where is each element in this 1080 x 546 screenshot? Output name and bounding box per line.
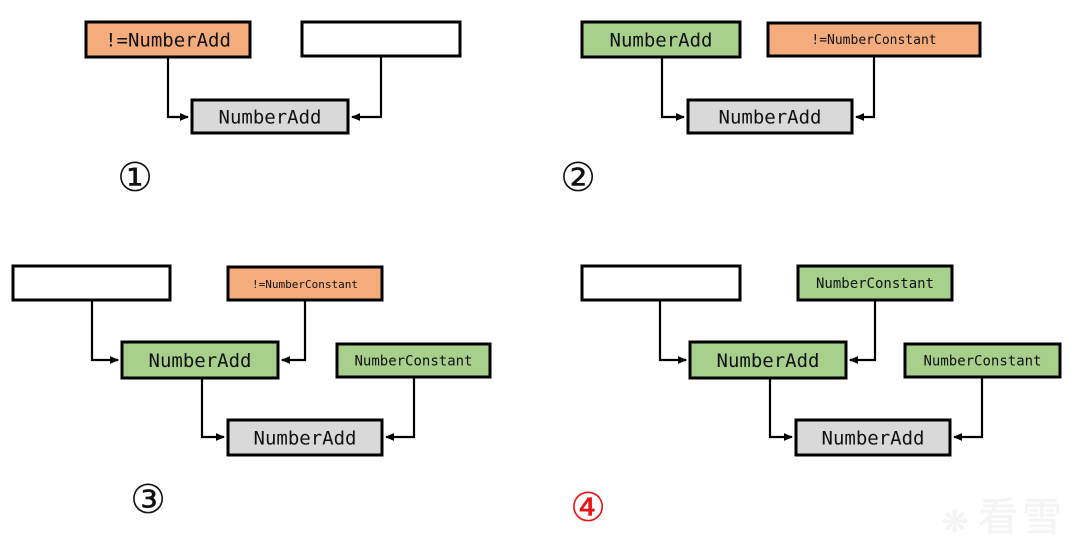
node-numberadd-result-label: NumberAdd: [822, 428, 925, 450]
node-numberadd-result-box: [190, 98, 350, 135]
node-not-numberadd[interactable]: !=NumberAdd: [84, 20, 252, 59]
node-empty[interactable]: [300, 20, 462, 58]
panel-3-marker: ③: [130, 477, 166, 523]
edge-empty-into-numberadd: [658, 300, 687, 364]
edge-numberadd-into-result: [768, 378, 793, 441]
node-numberconstant-green-box: [335, 342, 492, 379]
panel-1-marker: ①: [117, 155, 153, 201]
node-not-numberadd-box: [84, 20, 252, 59]
node-empty-box: [300, 20, 462, 58]
node-empty-box: [11, 264, 172, 302]
panel-2-marker: ②: [560, 155, 596, 201]
node-numberadd-green[interactable]: NumberAdd: [580, 20, 742, 59]
node-numberadd-result[interactable]: NumberAdd: [190, 98, 350, 135]
node-numberadd-result[interactable]: NumberAdd: [794, 418, 952, 457]
node-empty-box: [580, 264, 742, 302]
node-numberadd-result-box: [686, 98, 854, 135]
node-numberconstant-right-label: NumberConstant: [923, 354, 1041, 370]
node-not-numberconstant-box: [766, 21, 982, 58]
node-numberconstant-top[interactable]: NumberConstant: [796, 264, 954, 302]
node-not-numberconstant-box: [226, 265, 384, 302]
node-numberconstant-right-box: [903, 342, 1062, 379]
node-numberconstant-top-box: [796, 264, 954, 302]
node-numberadd-result-label: NumberAdd: [219, 107, 322, 129]
edge-right-into-result: [855, 56, 876, 121]
node-numberconstant-green[interactable]: NumberConstant: [335, 342, 492, 379]
edge-numberadd-into-result: [200, 378, 225, 441]
node-numberadd-result[interactable]: NumberAdd: [226, 418, 384, 457]
node-not-numberconstant-label: !=NumberConstant: [252, 278, 358, 291]
node-not-numberconstant-label: !=NumberConstant: [811, 33, 936, 48]
node-numberadd-green[interactable]: NumberAdd: [120, 340, 280, 380]
node-numberadd-result[interactable]: NumberAdd: [686, 98, 854, 135]
node-numberconstant-green-label: NumberConstant: [354, 354, 472, 370]
node-numberadd-result-label: NumberAdd: [719, 107, 822, 129]
node-not-numberadd-label: !=NumberAdd: [105, 30, 231, 52]
edge-numberconstant-into-result: [385, 377, 416, 441]
panel-4-marker: ④: [570, 485, 606, 531]
node-numberadd-green-label: NumberAdd: [717, 350, 820, 372]
edge-left-into-result: [660, 57, 685, 121]
node-numberconstant-right[interactable]: NumberConstant: [903, 342, 1062, 379]
edge-empty-into-numberadd: [90, 300, 119, 364]
node-numberadd-green-box: [688, 340, 848, 380]
node-numberadd-green[interactable]: NumberAdd: [688, 340, 848, 380]
node-numberadd-result-box: [226, 418, 384, 457]
node-empty[interactable]: [580, 264, 742, 302]
edge-left-into-result: [166, 57, 189, 121]
node-numberadd-green-label: NumberAdd: [610, 30, 713, 52]
edge-numberconstant-into-numberadd: [849, 300, 877, 364]
node-numberadd-green-box: [120, 340, 280, 380]
node-numberadd-green-box: [580, 20, 742, 59]
edge-numberconstant-into-result: [953, 377, 984, 441]
edge-right-into-result: [351, 56, 383, 121]
node-not-numberconstant[interactable]: !=NumberConstant: [766, 21, 982, 58]
node-numberadd-result-label: NumberAdd: [254, 428, 357, 450]
node-numberadd-green-label: NumberAdd: [149, 350, 252, 372]
node-numberadd-result-box: [794, 418, 952, 457]
node-not-numberconstant[interactable]: !=NumberConstant: [226, 265, 384, 302]
node-numberconstant-top-label: NumberConstant: [816, 276, 934, 292]
edge-constraint-into-numberadd: [281, 300, 307, 364]
node-empty[interactable]: [11, 264, 172, 302]
